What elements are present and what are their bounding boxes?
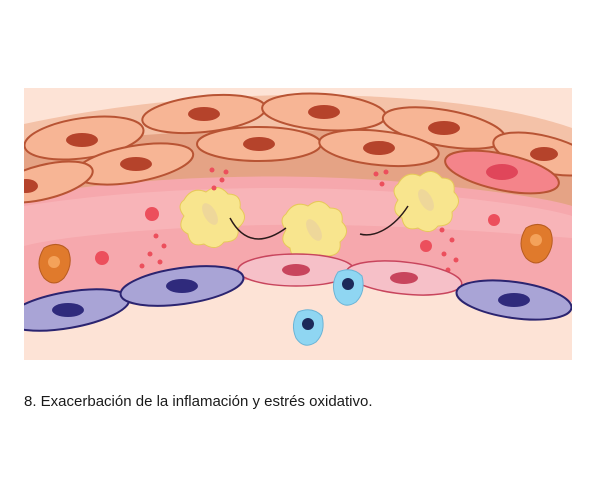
- fibrous-strand: [229, 217, 287, 240]
- fibrous-strand: [359, 205, 409, 236]
- smooth-muscle-cell: [24, 160, 94, 204]
- foam-cell: [281, 201, 347, 262]
- pink-cell: [345, 260, 463, 296]
- pink-cell: [237, 253, 355, 287]
- smooth-muscle-cell: [24, 115, 145, 161]
- smooth-muscle-cell: [261, 92, 387, 132]
- immune-cell: [332, 269, 364, 306]
- endothelial-cell: [119, 265, 245, 307]
- smooth-muscle-cell: [318, 128, 440, 168]
- oxidative-stress-dots: [139, 167, 459, 273]
- macrophage: [38, 244, 71, 284]
- smooth-muscle-cell: [196, 126, 322, 162]
- smooth-muscle-cell: [141, 93, 267, 135]
- immune-cell: [292, 309, 324, 346]
- inflammatory-particle: [95, 207, 500, 265]
- activated-muscle-cell: [444, 149, 560, 195]
- inflammation-oxidative-stress-illustration: [24, 88, 572, 360]
- endothelial-cell: [455, 279, 572, 321]
- macrophage: [520, 224, 553, 264]
- foam-cell: [179, 187, 245, 248]
- foam-cell: [393, 171, 459, 232]
- figure-caption: 8. Exacerbación de la inflamación y estr…: [24, 393, 373, 410]
